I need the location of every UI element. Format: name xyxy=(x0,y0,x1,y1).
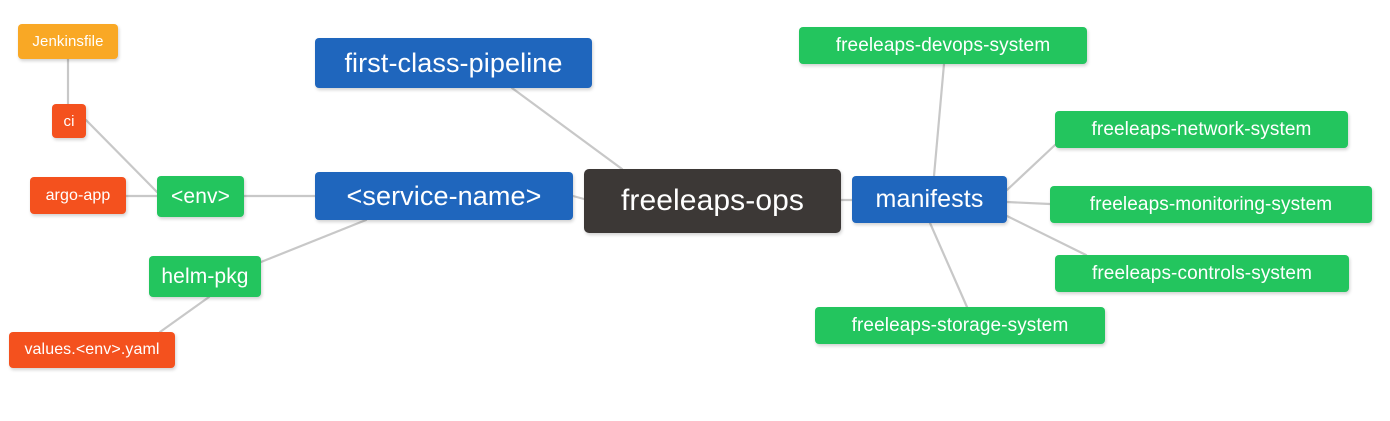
node-service-name[interactable]: <service-name> xyxy=(315,172,573,220)
edge-helmpkg-servicename xyxy=(259,218,368,264)
node-manifests[interactable]: manifests xyxy=(852,176,1007,223)
edge-manifests-storage xyxy=(928,221,969,309)
node-values-yaml[interactable]: values.<env>.yaml xyxy=(9,332,175,368)
edge-servicename-ops xyxy=(571,194,586,201)
edge-manifests-devops xyxy=(932,62,946,178)
node-freeleaps-storage-system[interactable]: freeleaps-storage-system xyxy=(815,307,1105,344)
node-label: freeleaps-devops-system xyxy=(835,35,1051,56)
node-label: <env> xyxy=(171,185,230,208)
edge-pipeline-ops xyxy=(510,86,624,171)
node-label: ci xyxy=(63,112,75,130)
node-jenkinsfile[interactable]: Jenkinsfile xyxy=(18,24,118,59)
edge-valuesyaml-helmpkg xyxy=(158,295,211,334)
edge-manifests-network xyxy=(1005,143,1057,192)
node-freeleaps-controls-system[interactable]: freeleaps-controls-system xyxy=(1055,255,1349,292)
edge-manifests-monitoring xyxy=(1005,200,1052,206)
node-helm-pkg[interactable]: helm-pkg xyxy=(149,256,261,297)
node-label: freeleaps-controls-system xyxy=(1091,263,1313,284)
node-freeleaps-monitoring-system[interactable]: freeleaps-monitoring-system xyxy=(1050,186,1372,223)
node-label: helm-pkg xyxy=(161,265,249,288)
node-label: Jenkinsfile xyxy=(32,33,104,50)
node-ci[interactable]: ci xyxy=(52,104,86,138)
node-freeleaps-devops-system[interactable]: freeleaps-devops-system xyxy=(799,27,1087,64)
node-label: argo-app xyxy=(45,186,111,204)
node-env[interactable]: <env> xyxy=(157,176,244,217)
node-argo-app[interactable]: argo-app xyxy=(30,177,126,214)
node-label: <service-name> xyxy=(346,180,542,211)
node-label: freeleaps-network-system xyxy=(1091,119,1312,140)
node-label: freeleaps-monitoring-system xyxy=(1089,194,1333,215)
node-freeleaps-network-system[interactable]: freeleaps-network-system xyxy=(1055,111,1348,148)
node-label: manifests xyxy=(875,185,984,213)
node-label: values.<env>.yaml xyxy=(24,341,160,358)
node-first-class-pipeline[interactable]: first-class-pipeline xyxy=(315,38,592,88)
node-label: first-class-pipeline xyxy=(344,47,563,78)
node-label: freeleaps-ops xyxy=(620,184,805,217)
node-label: freeleaps-storage-system xyxy=(851,315,1069,336)
node-freeleaps-ops[interactable]: freeleaps-ops xyxy=(584,169,841,233)
